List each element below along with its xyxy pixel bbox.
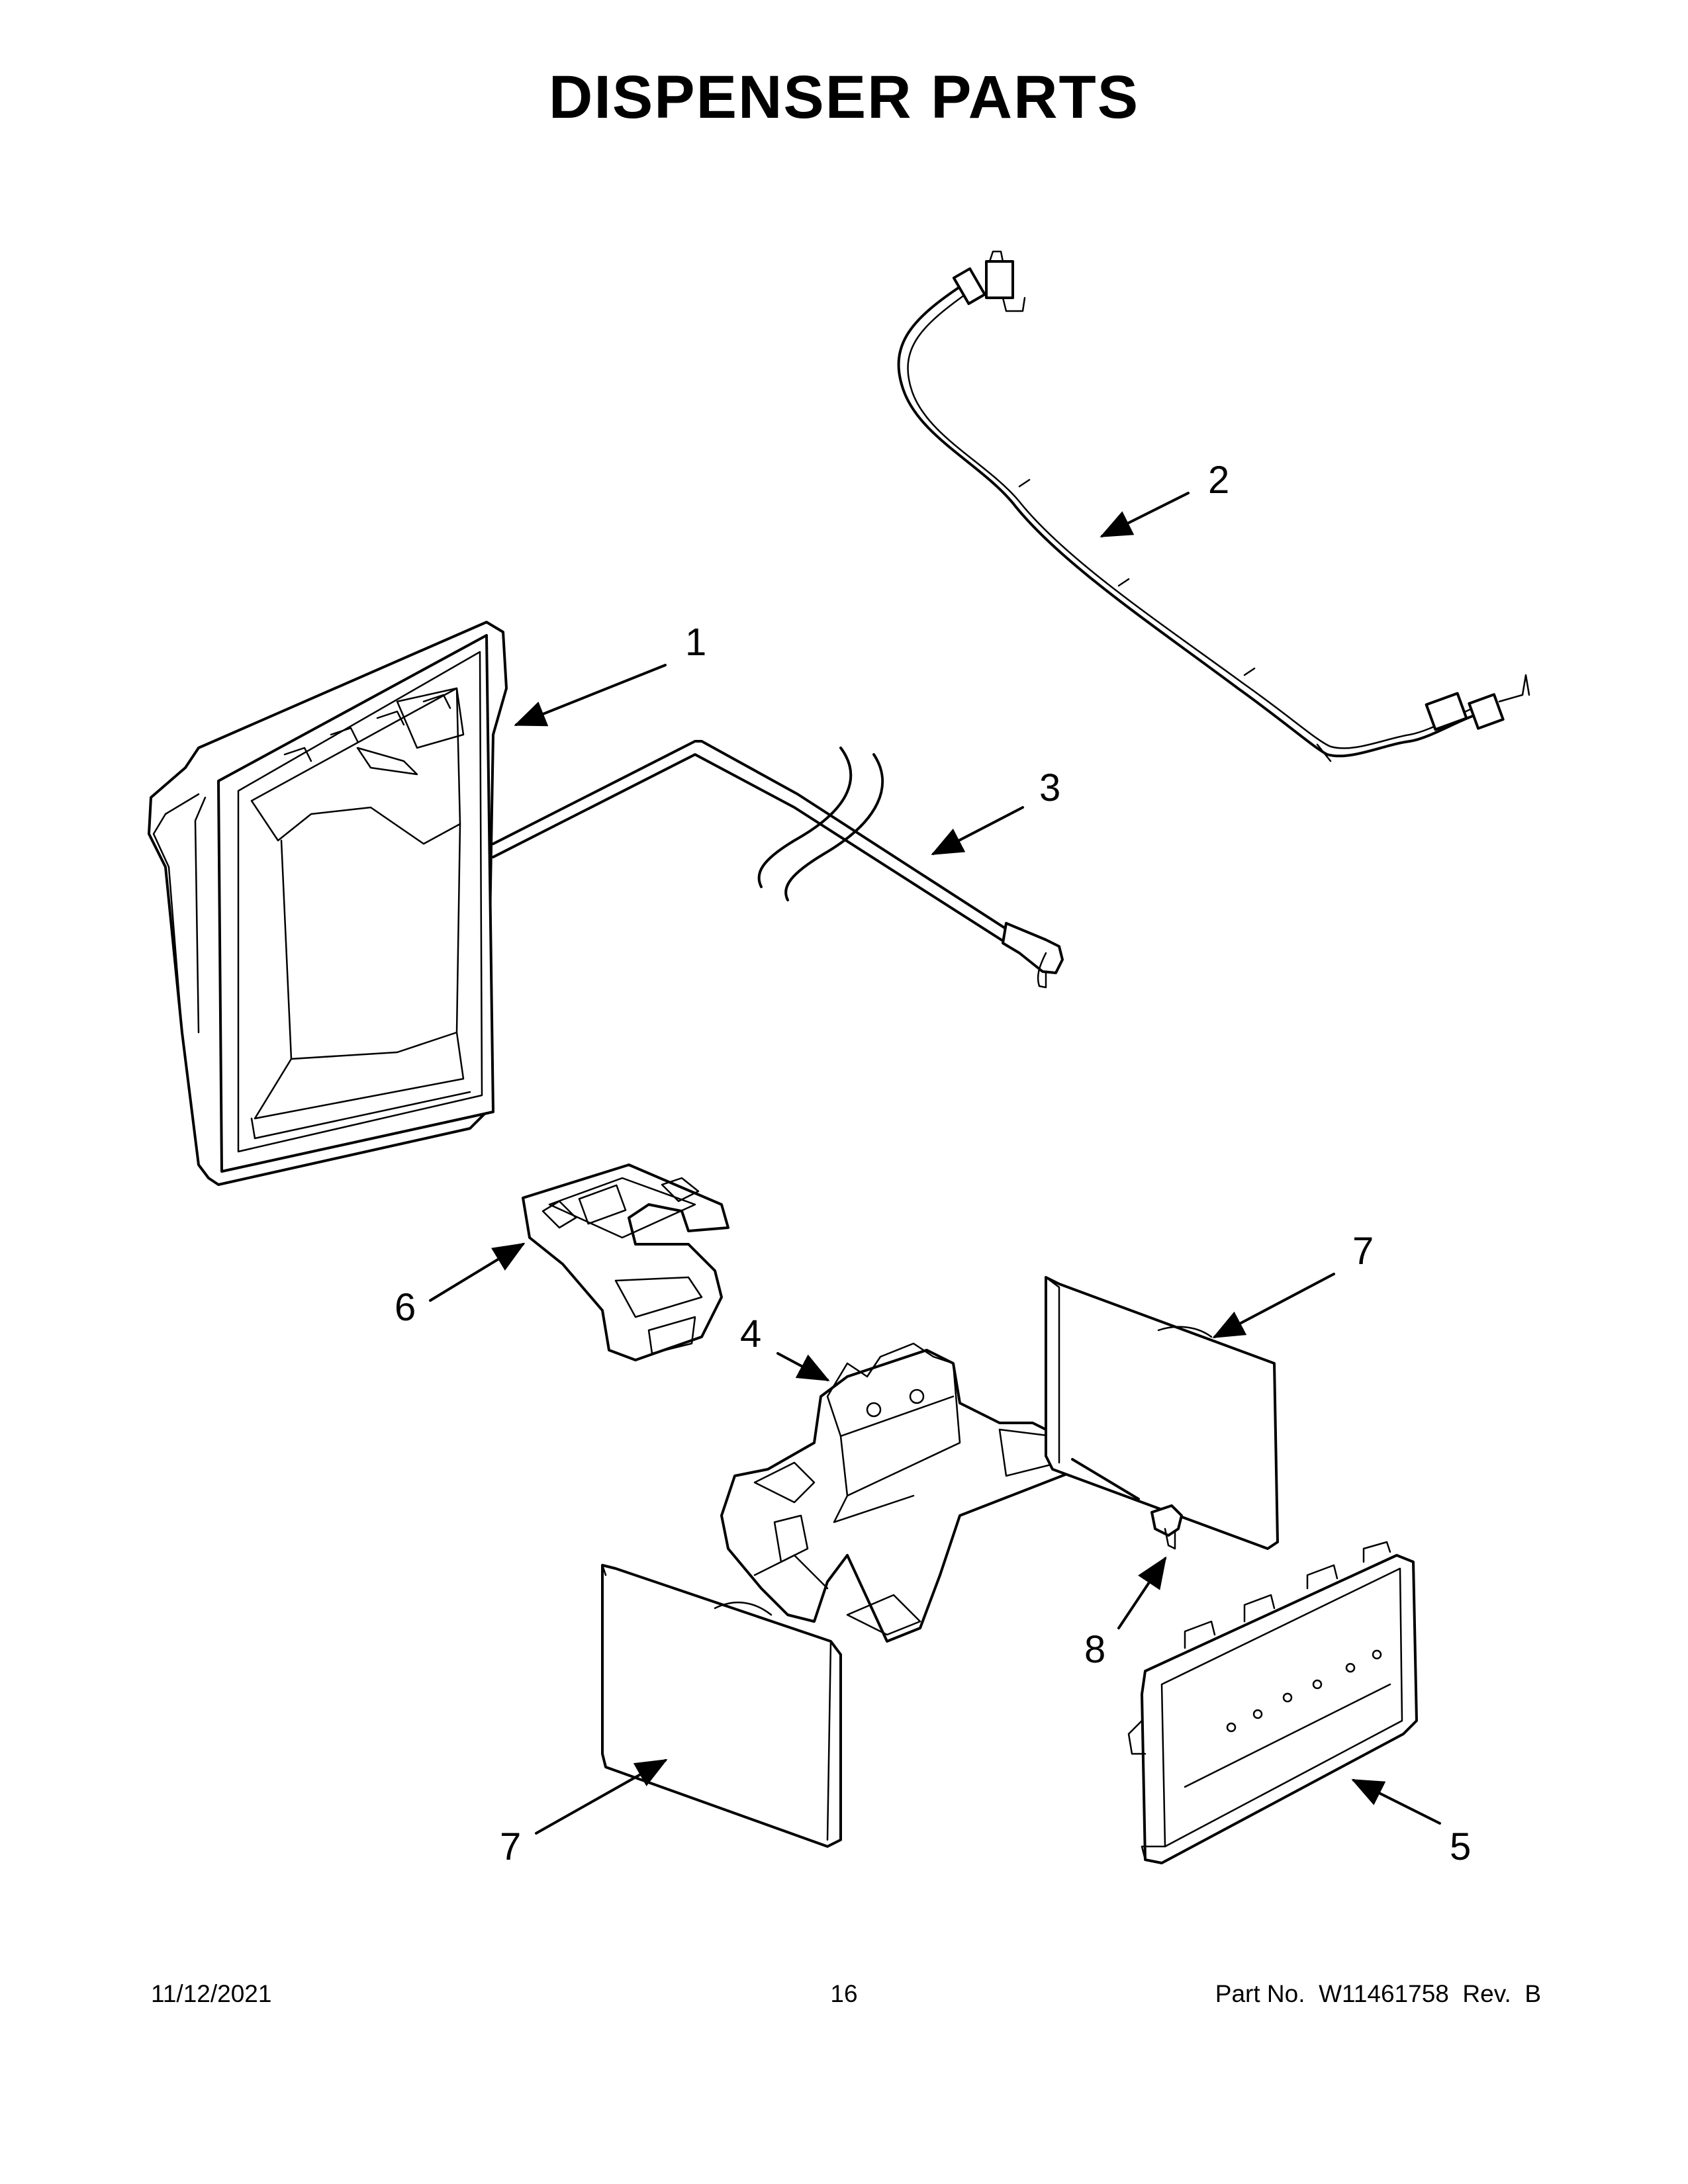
callout-4: 4 — [740, 1312, 761, 1355]
leader-arrow-4 — [776, 1352, 830, 1381]
leader-arrow-6 — [429, 1242, 526, 1302]
part-6-actuator — [522, 1163, 729, 1361]
part-4-control-board — [720, 1342, 1080, 1643]
callout-5: 5 — [1450, 1825, 1471, 1868]
part-1-dispenser-housing — [148, 621, 508, 1186]
callout-1: 1 — [685, 621, 706, 664]
part-7-side-panel-upper — [1045, 1276, 1279, 1550]
page-title: DISPENSER PARTS — [548, 64, 1140, 131]
leader-arrow-2 — [1100, 492, 1190, 537]
part-8-screw — [1071, 1458, 1183, 1550]
leader-arrow-3 — [931, 806, 1024, 855]
footer-part-number: Part No. W11461758 Rev. B — [1215, 1980, 1541, 2007]
callout-3: 3 — [1039, 766, 1060, 809]
leader-arrow-1 — [514, 664, 667, 727]
callout-2: 2 — [1208, 459, 1229, 502]
leader-arrow-8 — [1117, 1556, 1167, 1629]
leader-arrow-7-upper — [1212, 1273, 1335, 1338]
callout-7-upper: 7 — [1352, 1230, 1374, 1273]
leader-arrows — [429, 492, 1441, 1835]
footer-date: 11/12/2021 — [151, 1980, 272, 2007]
callout-7-lower: 7 — [500, 1825, 521, 1868]
callout-6: 6 — [395, 1286, 416, 1329]
callout-8: 8 — [1084, 1628, 1105, 1671]
leader-arrow-7-lower — [535, 1759, 668, 1835]
part-2-wire-harness — [897, 250, 1530, 762]
part-3-tube — [492, 740, 1064, 989]
part-5-control-panel — [1127, 1541, 1418, 1864]
footer-page-number: 16 — [830, 1980, 858, 2007]
leader-arrow-5 — [1351, 1779, 1441, 1825]
